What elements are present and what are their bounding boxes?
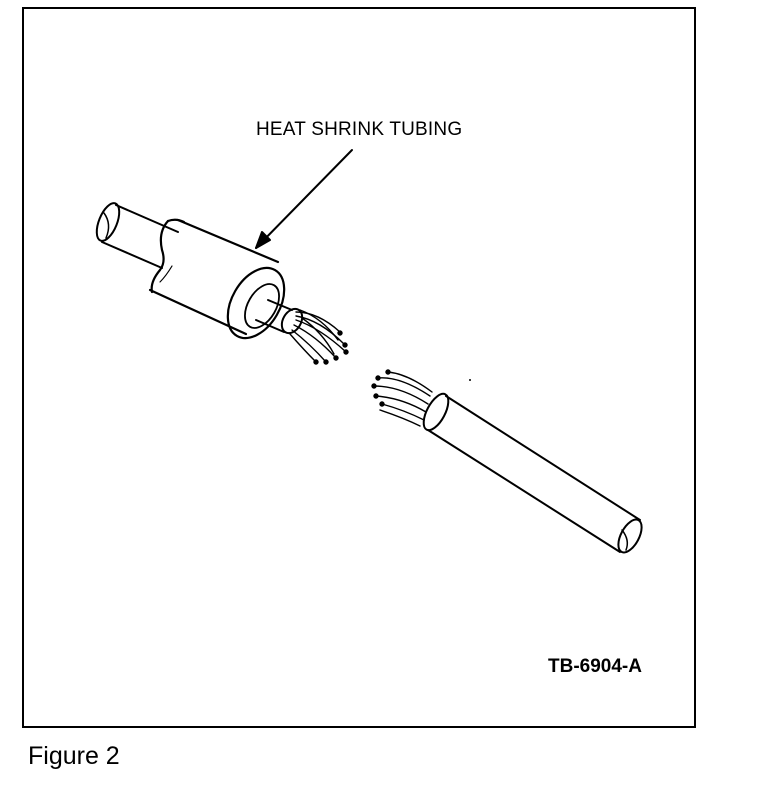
wire-splice-illustration	[95, 149, 643, 554]
reference-code: TB-6904-A	[548, 656, 642, 677]
right-wire	[422, 392, 643, 554]
right-wire-strands	[371, 369, 433, 427]
left-wire-strands	[289, 309, 349, 365]
callout-label: HEAT SHRINK TUBING	[256, 119, 463, 140]
heat-shrink-tubing	[148, 218, 286, 340]
left-wire	[95, 202, 179, 269]
callout-arrow	[255, 149, 353, 249]
figure-frame	[22, 7, 696, 728]
figure-caption: Figure 2	[28, 742, 120, 770]
left-wire-end	[255, 299, 304, 335]
scan-speck	[469, 379, 471, 381]
